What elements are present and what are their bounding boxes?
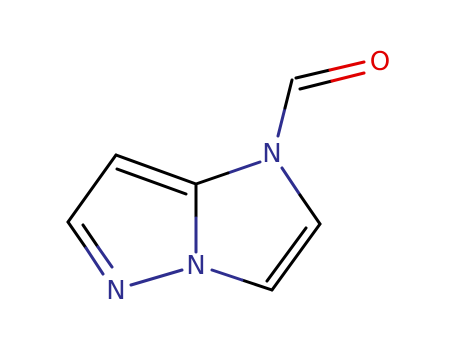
bond-c6-n-bottom-double (66, 220, 114, 276)
atom-n-top: N (262, 139, 281, 169)
bond-c7-c6 (66, 153, 118, 224)
atom-n-bridge: N (186, 251, 205, 281)
bond-n-to-formyl-carbon (276, 78, 294, 138)
bond-fused-carbon-c7-double (114, 153, 198, 196)
bond-n-bottom-to-n-bridge (129, 268, 184, 287)
bond-carbonyl-double (294, 60, 366, 91)
bond-n-top-to-fused-carbon (194, 160, 262, 186)
atom-n-bottom: N (106, 276, 125, 306)
bond-c3-to-n-bridge (210, 268, 274, 292)
atom-o-carbonyl: O (370, 47, 390, 77)
bond-n-top-to-c2 (280, 166, 322, 226)
bond-c2-c3-double (265, 222, 322, 292)
atom-labels: N N N O (106, 47, 390, 306)
bonds (66, 60, 366, 292)
